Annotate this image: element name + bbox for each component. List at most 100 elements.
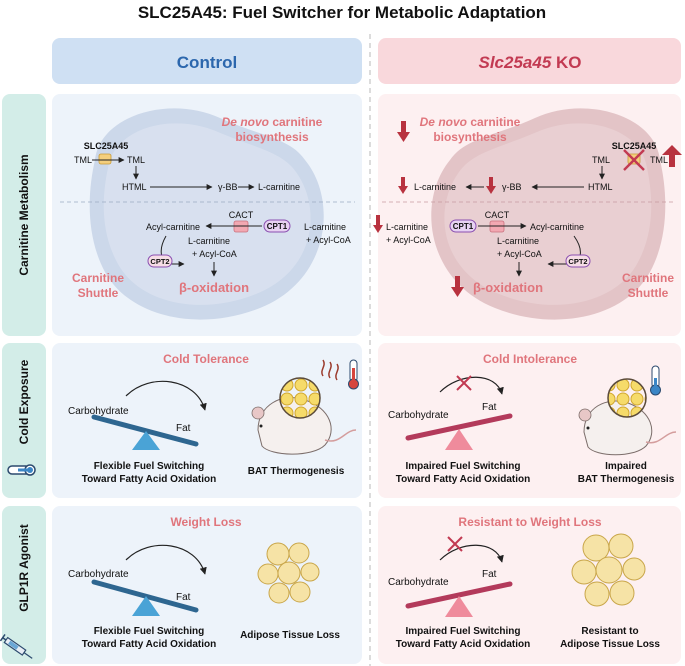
ko-lcarnitine-mid: L-carnitine bbox=[497, 236, 539, 246]
thermometer-icon bbox=[7, 464, 36, 476]
ko-glp-title: Resistant to Weight Loss bbox=[458, 515, 601, 529]
control-glp-seesaw-beam bbox=[91, 579, 199, 613]
control-cold-carb: Carbohydrate bbox=[68, 406, 129, 417]
ko-tml-out: TML bbox=[650, 155, 668, 165]
ko-header-label: Slc25a45 KO bbox=[478, 53, 581, 72]
ko-glp-switch-1: Impaired Fuel Switching bbox=[405, 626, 520, 637]
control-cold-title: Cold Tolerance bbox=[163, 352, 249, 366]
ko-cpt1-enzyme bbox=[449, 219, 477, 233]
ko-header-box bbox=[378, 38, 681, 84]
control-glp-fat: Fat bbox=[176, 592, 191, 603]
panel-control-cold bbox=[52, 343, 362, 498]
control-cpt1-enzyme bbox=[263, 219, 291, 233]
ko-gbb: γ-BB bbox=[502, 182, 522, 192]
control-glp-switch-1: Flexible Fuel Switching bbox=[94, 626, 205, 637]
control-cpt1-label: CPT1 bbox=[267, 222, 288, 231]
ko-cold-fulcrum bbox=[445, 429, 473, 450]
control-mouse-icon bbox=[251, 359, 357, 455]
control-denovo-title: De novo carnitine bbox=[222, 115, 323, 129]
control-glp-switch-arrow bbox=[125, 544, 207, 575]
control-adipose-cluster-icon bbox=[257, 542, 320, 604]
row-label-carnitine-box bbox=[2, 94, 46, 336]
control-glp-carb: Carbohydrate bbox=[68, 569, 129, 580]
control-acylcarnitine: Acyl-carnitine bbox=[146, 222, 200, 232]
control-header-label: Control bbox=[177, 53, 237, 72]
ko-cold-fat: Fat bbox=[482, 402, 497, 413]
control-header-box bbox=[52, 38, 362, 84]
control-cold-switch-arrow bbox=[125, 380, 207, 411]
ko-cold-carb: Carbohydrate bbox=[388, 410, 449, 421]
control-beta-oxidation: β-oxidation bbox=[179, 280, 249, 295]
ko-lcarnitine-top: L-carnitine bbox=[414, 182, 456, 192]
control-cold-fat: Fat bbox=[176, 423, 191, 434]
ko-cold-seesaw-beam bbox=[405, 413, 513, 441]
ko-cpt1-label: CPT1 bbox=[453, 222, 474, 231]
control-tml-out: TML bbox=[74, 155, 92, 165]
ko-glp-tissue-2: Adipose Tissue Loss bbox=[560, 639, 660, 650]
ko-mouse-icon bbox=[578, 378, 677, 456]
control-cpt2-enzyme bbox=[147, 254, 173, 268]
control-lcarnitine-mid: L-carnitine bbox=[188, 236, 230, 246]
control-biosynthesis: biosynthesis bbox=[235, 130, 309, 144]
control-lcarnitine-right: L-carnitine bbox=[304, 222, 346, 232]
control-cact-label: CACT bbox=[229, 210, 254, 220]
row-label-carnitine: Carnitine Metabolism bbox=[17, 154, 31, 275]
figure-title: SLC25A45: Fuel Switcher for Metabolic Ad… bbox=[138, 3, 546, 22]
control-tml-in: TML bbox=[127, 155, 145, 165]
ko-decrease-arrow-beta-ox bbox=[451, 276, 464, 297]
control-cold-seesaw-beam bbox=[91, 414, 199, 447]
ko-acylcoa-mid: + Acyl-CoA bbox=[497, 249, 542, 259]
control-slc25a45-label: SLC25A45 bbox=[84, 141, 129, 151]
control-cpt2-label: CPT2 bbox=[150, 257, 169, 266]
control-gbb: γ-BB bbox=[218, 182, 238, 192]
ko-glp-switch-2: Toward Fatty Acid Oxidation bbox=[396, 639, 530, 650]
ko-decrease-arrow-denovo bbox=[397, 121, 410, 142]
control-html: HTML bbox=[122, 182, 147, 192]
row-label-glp-box bbox=[2, 506, 46, 664]
control-glp-switch-2: Toward Fatty Acid Oxidation bbox=[82, 639, 216, 650]
ko-decrease-arrow-lcarnitine-left bbox=[373, 215, 383, 233]
control-shuttle-1: Carnitine bbox=[72, 271, 124, 285]
ko-glp-fat: Fat bbox=[482, 569, 497, 580]
row-label-cold: Cold Exposure bbox=[17, 359, 31, 444]
blocked-cross-icon bbox=[623, 149, 645, 171]
ko-glp-block-icon bbox=[447, 536, 463, 552]
ko-glp-switch-arrow bbox=[439, 544, 504, 563]
ko-glp-tissue-1: Resistant to bbox=[581, 626, 638, 637]
ko-cold-block-icon bbox=[456, 375, 472, 391]
control-glp-title: Weight Loss bbox=[170, 515, 241, 529]
ko-tml-in: TML bbox=[592, 155, 610, 165]
ko-html: HTML bbox=[588, 182, 613, 192]
control-acylcoa-mid: + Acyl-CoA bbox=[192, 249, 237, 259]
ko-beta-oxidation: β-oxidation bbox=[473, 280, 543, 295]
ko-denovo-title: De novo carnitine bbox=[420, 115, 521, 129]
ko-cact-label: CACT bbox=[485, 210, 510, 220]
control-denovo-rest: carnitine bbox=[269, 115, 323, 129]
ko-decrease-arrow-lcarnitine-top bbox=[398, 177, 408, 194]
ko-denovo-rest: carnitine bbox=[467, 115, 521, 129]
control-glp-fulcrum bbox=[132, 596, 160, 616]
ko-decrease-arrow-gbb bbox=[486, 177, 496, 194]
ko-lcarnitine-left: L-carnitine bbox=[386, 222, 428, 232]
ko-cold-switch-2: Toward Fatty Acid Oxidation bbox=[396, 474, 530, 485]
syringe-icon bbox=[0, 633, 33, 659]
ko-gene-name: Slc25a45 bbox=[478, 53, 551, 72]
ko-suffix: KO bbox=[551, 53, 581, 72]
ko-cold-thermometer-icon bbox=[650, 365, 661, 396]
ko-mitochondrion bbox=[382, 108, 676, 320]
control-glp-tissue: Adipose Tissue Loss bbox=[240, 630, 340, 641]
ko-glp-carb: Carbohydrate bbox=[388, 577, 449, 588]
ko-acylcarnitine: Acyl-carnitine bbox=[530, 222, 584, 232]
ko-glp-seesaw-beam bbox=[405, 581, 513, 609]
control-lcarnitine-top: L-carnitine bbox=[258, 182, 300, 192]
control-slc25a45-transporter bbox=[98, 153, 112, 165]
control-cold-bat: BAT Thermogenesis bbox=[248, 466, 345, 477]
ko-cold-bat-1: Impaired bbox=[605, 461, 647, 472]
ko-cold-bat-2: BAT Thermogenesis bbox=[578, 474, 675, 485]
ko-cold-switch-1: Impaired Fuel Switching bbox=[405, 461, 520, 472]
ko-cold-title: Cold Intolerance bbox=[483, 352, 577, 366]
ko-shuttle-1: Carnitine bbox=[622, 271, 674, 285]
ko-cold-switch-arrow bbox=[439, 376, 504, 395]
control-cold-thermometer-icon bbox=[348, 359, 359, 390]
